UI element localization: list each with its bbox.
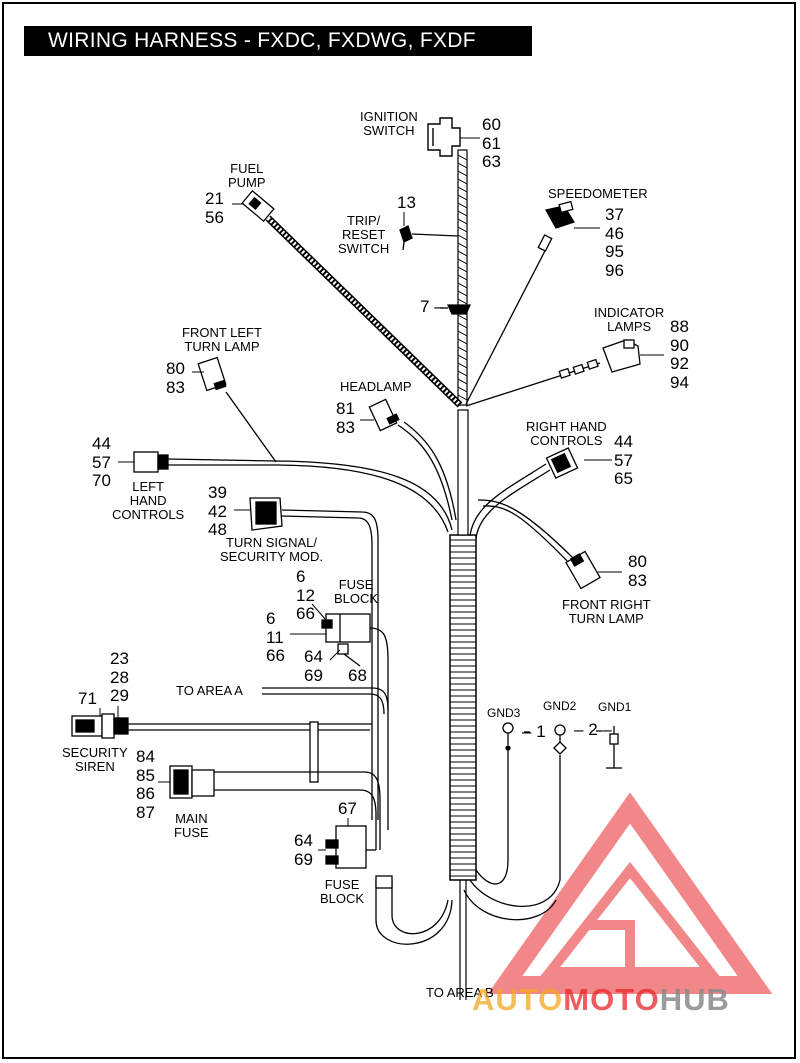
label-to-area-a: TO AREA A [176, 683, 243, 698]
diagram-title: WIRING HARNESS - FXDC, FXDWG, FXDF [24, 26, 532, 56]
fuel-pump-lead [241, 189, 463, 408]
label-gnd3: GND3 [487, 706, 521, 720]
main-fuse [169, 765, 381, 850]
indicator-lamps-lead [465, 339, 641, 407]
callout-trip: 13 [397, 193, 416, 212]
callout-gnd1: – 2 – [574, 720, 612, 739]
ignition-lead [457, 149, 468, 406]
callout-clip: 7 – [420, 297, 444, 316]
label-speedometer: SPEEDOMETER [548, 186, 648, 201]
trip-reset-switch [399, 225, 459, 251]
label-gnd2: GND2 [543, 699, 577, 713]
upper-fuse-block [321, 613, 389, 830]
speedometer-lead [465, 200, 575, 405]
security-siren [71, 713, 372, 783]
to-area-a-lead [262, 687, 389, 715]
label-to-area-b: TO AREA B [426, 985, 494, 1000]
callout-gnd3: – 1 [522, 722, 546, 741]
right-hand-controls-lead [469, 447, 579, 539]
ground-leads [463, 722, 622, 921]
watermark-logo [487, 792, 773, 994]
watermark-hub: HUB [659, 982, 730, 1017]
main-trunk [449, 409, 477, 1000]
callout-fuse-67: 67 [338, 799, 357, 818]
label-gnd1: GND1 [598, 700, 632, 714]
callout-siren-71: 71 [78, 689, 97, 708]
left-hand-controls-lead [133, 451, 453, 533]
front-right-turn-lamp [477, 499, 601, 590]
lower-loop [375, 875, 453, 945]
callout-fuse-68: 68 [348, 666, 367, 685]
headlamp-lead [368, 398, 457, 521]
front-left-turn-lamp [197, 356, 277, 463]
label-turn-signal: TURN SIGNAL/SECURITY MOD. [220, 535, 324, 564]
label-headlamp: HEADLAMP [340, 379, 412, 394]
watermark-moto: MOTO [563, 982, 660, 1017]
lower-fuse-block [325, 825, 376, 869]
callout-leaders [99, 137, 664, 851]
harness-clip [440, 304, 472, 315]
ignition-switch-connector [427, 117, 461, 157]
watermark-text: AUTOMOTOHUB [472, 982, 730, 1018]
turn-signal-module-lead [249, 497, 379, 820]
watermark-auto: AUTO [472, 982, 564, 1017]
